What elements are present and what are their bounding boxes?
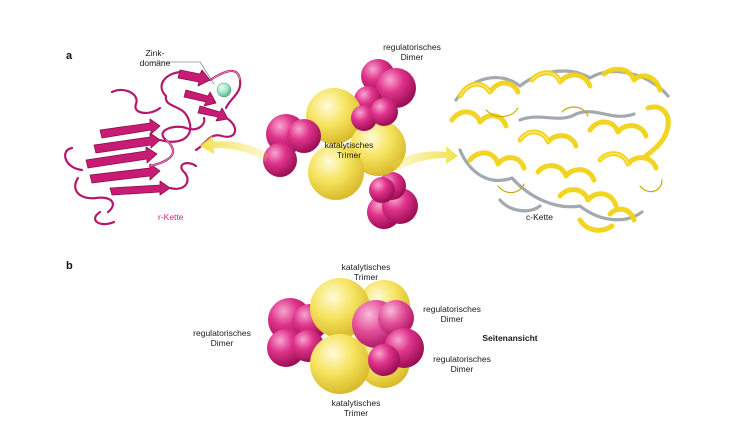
catalytic-trimer-bottom-label: katalytisches Trimer: [331, 398, 381, 418]
side-view-label: Seitenansicht: [482, 333, 538, 343]
enzyme-complex-top-view: [263, 59, 418, 229]
catalytic-trimer-top-label: katalytisches Trimer: [341, 262, 391, 282]
panel-label-a: a: [66, 50, 73, 62]
catalytic-trimer-label: katalytisches Trimer: [324, 140, 374, 160]
zinc-ion-icon: [216, 82, 232, 98]
zinc-leader-line: [150, 61, 215, 85]
panel-label-b: b: [66, 260, 73, 272]
regulatory-dimer-left-label: regulatorisches Dimer: [193, 328, 251, 348]
c-chain-label: c-Kette: [526, 212, 553, 222]
regulatory-dimer-right-top-label: regulatorisches Dimer: [423, 304, 481, 324]
r-chain-label: r-Kette: [158, 212, 184, 222]
zinc-domain-label: Zink- domäne: [139, 48, 171, 68]
c-chain-ribbon: [449, 66, 671, 233]
arrow-to-c-chain-icon: [392, 146, 458, 172]
arrow-to-r-chain-icon: [200, 136, 268, 162]
regulatory-dimer-right-bottom-label: regulatorisches Dimer: [433, 354, 491, 374]
enzyme-complex-side-view: [267, 278, 424, 394]
regulatory-dimer-label: regulatorisches Dimer: [383, 42, 441, 62]
